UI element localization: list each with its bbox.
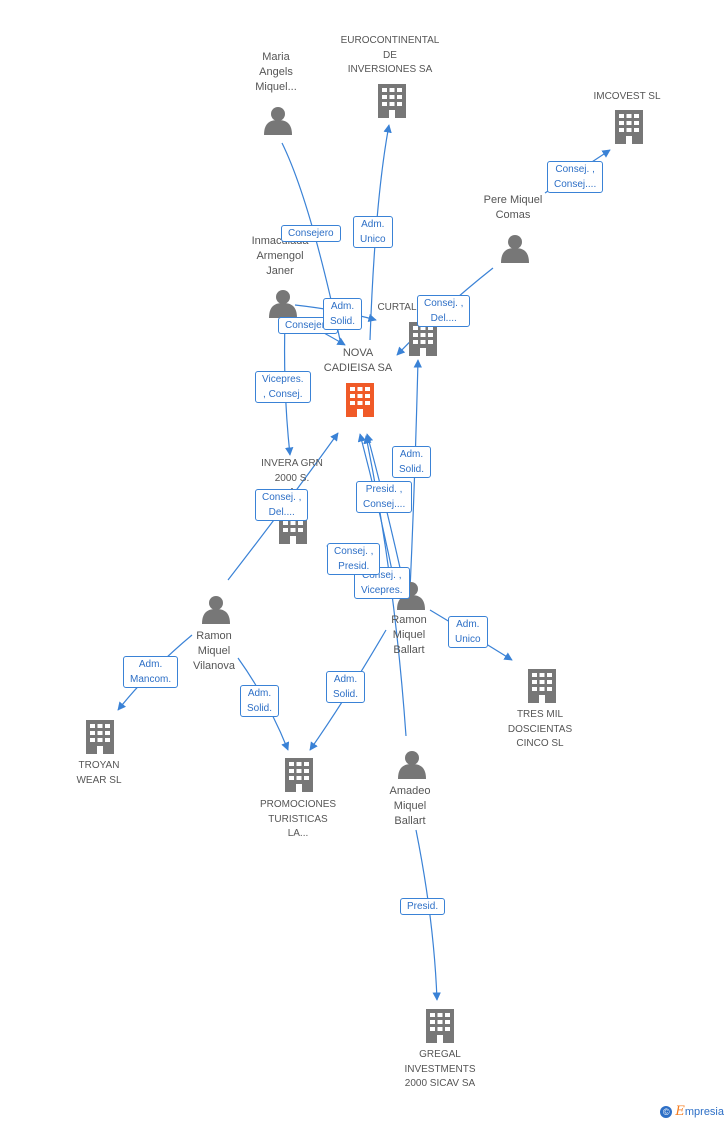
edge-label[interactable]: Consej. , Consej.... (547, 161, 604, 193)
building-icon[interactable] (285, 758, 313, 792)
building-icon[interactable] (346, 383, 374, 417)
building-icon[interactable] (378, 84, 406, 118)
edge-label[interactable]: Adm. Solid. (326, 671, 366, 703)
node-label-pere-miquel[interactable]: Pere Miquel Comas (483, 194, 543, 221)
edge-label[interactable]: Adm. Unico (448, 616, 488, 648)
node-label-maria-angels[interactable]: Maria Angels Miquel... (255, 51, 297, 93)
edge-label[interactable]: Consej. , Del.... (255, 489, 309, 521)
edge-label[interactable]: Adm. Solid. (240, 685, 280, 717)
node-label-gregal[interactable]: GREGAL INVESTMENTS 2000 SICAV SA (404, 1049, 476, 1089)
edge-label[interactable]: Vicepres. , Consej. (255, 371, 311, 403)
node-label-troyan[interactable]: TROYAN WEAR SL (76, 760, 122, 786)
node-label-curtal[interactable]: CURTAL (377, 302, 417, 313)
edge-label[interactable]: Adm. Mancom. (123, 656, 179, 688)
person-icon[interactable] (202, 596, 230, 624)
edge-label[interactable]: Adm. Solid. (323, 298, 363, 330)
person-icon[interactable] (264, 107, 292, 135)
edge-label[interactable]: Adm. Solid. (392, 446, 432, 478)
edge-label[interactable]: Presid. (400, 898, 446, 915)
edge-label[interactable]: Consejero (281, 225, 341, 242)
copyright-icon: © (660, 1106, 673, 1118)
node-label-ramon-vilanova[interactable]: Ramon Miquel Vilanova (193, 630, 235, 672)
building-icon[interactable] (615, 110, 643, 144)
edge-label[interactable]: Consej. , Del.... (417, 295, 471, 327)
edge-label[interactable]: Adm. Unico (353, 216, 393, 248)
node-label-eurocontinental[interactable]: EUROCONTINENTAL DE INVERSIONES SA (340, 35, 440, 75)
building-icon[interactable] (528, 669, 556, 703)
node-label-imcovest[interactable]: IMCOVEST SL (593, 91, 661, 102)
node-label-promociones[interactable]: PROMOCIONES TURISTICAS LA... (259, 799, 337, 839)
building-icon[interactable] (86, 720, 114, 754)
brand-name: mpresia (684, 1106, 724, 1118)
edge-label[interactable]: Consej. , Presid. (327, 543, 381, 575)
node-label-tres-mil[interactable]: TRES MIL DOSCIENTAS CINCO SL (507, 709, 573, 749)
person-icon[interactable] (269, 290, 297, 318)
edge-line (415, 829, 441, 1001)
edge-label[interactable]: Presid. , Consej.... (356, 481, 413, 513)
node-label-amadeo[interactable]: Amadeo Miquel Ballart (389, 785, 431, 827)
node-label-ramon-ballart[interactable]: Ramon Miquel Ballart (391, 614, 427, 656)
building-icon[interactable] (409, 322, 437, 356)
person-icon[interactable] (501, 235, 529, 263)
empresia-logo: © Empresia (660, 1104, 724, 1119)
person-icon[interactable] (398, 751, 426, 779)
node-label-nova-cadieisa[interactable]: NOVA CADIEISA SA (323, 347, 393, 374)
brand-initial: E (675, 1104, 685, 1119)
building-icon[interactable] (426, 1009, 454, 1043)
